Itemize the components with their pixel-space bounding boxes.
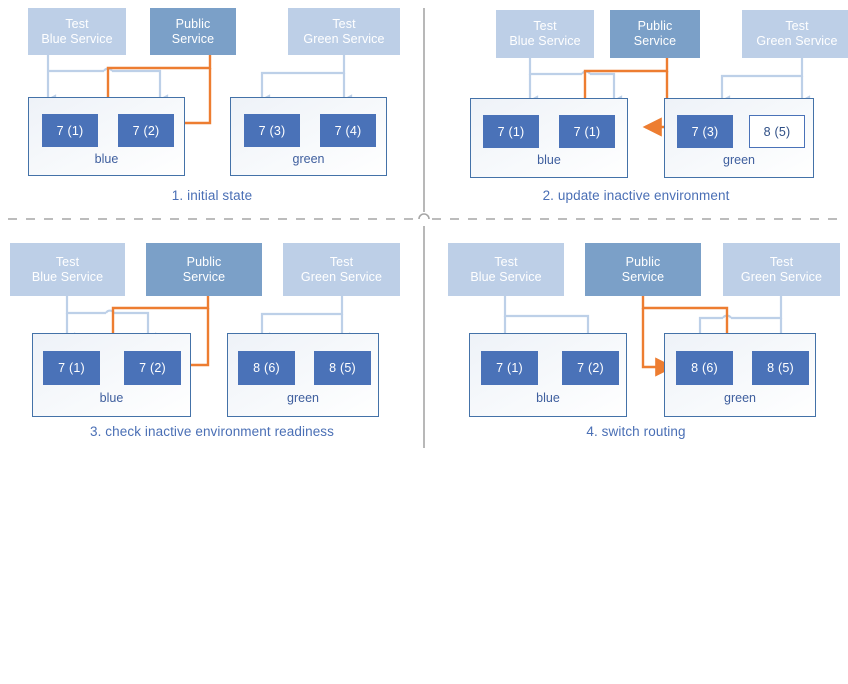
environment-label: green (292, 152, 325, 166)
instance-box[interactable]: 7 (1) (483, 115, 539, 148)
service-label-line1: Public (637, 19, 673, 33)
instance-box[interactable]: 8 (6) (676, 351, 733, 385)
instance-box[interactable]: 7 (4) (320, 114, 376, 147)
instance-box[interactable]: 7 (1) (559, 115, 615, 148)
service-label-line2: Service (621, 269, 665, 284)
service-box-test-green[interactable]: Test Green Service (723, 243, 840, 296)
instance-box[interactable]: 7 (1) (43, 351, 100, 385)
panel-initial-state: Test Blue Service Public Service Test Gr… (0, 0, 424, 228)
environment-label: blue (537, 153, 561, 167)
environment-label: green (724, 391, 756, 405)
environment-label: green (287, 391, 319, 405)
connector-green-test-to-green-env (253, 55, 353, 112)
panel-switch-routing: Test Blue Service Public Service Test Gr… (424, 228, 848, 456)
environment-blue[interactable]: 7 (1) 7 (1) blue (470, 98, 628, 178)
instance-box[interactable]: 7 (2) (118, 114, 174, 147)
service-label-line2: Green Service (303, 31, 385, 46)
environment-blue[interactable]: 7 (1) 7 (2) blue (28, 97, 185, 176)
connector-blue-test-to-blue-env (39, 55, 169, 112)
environment-blue[interactable]: 7 (1) 7 (2) blue (32, 333, 191, 417)
panel-caption: 2. update inactive environment (542, 188, 730, 203)
panel-update-inactive-environment: Test Blue Service Public Service Test Gr… (424, 0, 848, 228)
service-box-public[interactable]: Public Service (585, 243, 701, 296)
environment-blue[interactable]: 7 (1) 7 (2) blue (469, 333, 627, 417)
service-box-test-blue[interactable]: Test Blue Service (28, 8, 126, 55)
service-label-line1: Test (329, 254, 354, 269)
service-label-line2: Blue Service (509, 34, 581, 48)
service-label-line1: Public (175, 16, 211, 31)
service-label-line1: Test (533, 19, 557, 33)
instance-box[interactable]: 7 (1) (42, 114, 98, 147)
service-label-line2: Green Service (740, 269, 823, 284)
panel-check-inactive-readiness: Test Blue Service Public Service Test Gr… (0, 228, 424, 456)
service-label-line2: Service (171, 31, 215, 46)
instance-box[interactable]: 7 (2) (562, 351, 619, 385)
service-label-line2: Blue Service (41, 31, 113, 46)
service-label-line2: Blue Service (470, 269, 542, 284)
instance-box[interactable]: 8 (5) (314, 351, 371, 385)
service-label-line2: Service (182, 269, 226, 284)
panel-4-connectors (496, 296, 790, 377)
environment-green[interactable]: 7 (3) 8 (5) green (664, 98, 814, 178)
instance-box[interactable]: 7 (3) (677, 115, 733, 148)
panel-caption: 3. check inactive environment readiness (89, 424, 335, 439)
service-label-line1: Public (186, 254, 222, 269)
service-box-test-green[interactable]: Test Green Service (288, 8, 400, 55)
service-box-test-green[interactable]: Test Green Service (742, 10, 848, 58)
service-label-line1: Test (494, 254, 518, 269)
service-label-line1: Public (625, 254, 661, 269)
instance-box[interactable]: 8 (5) (749, 115, 805, 148)
panel-caption: 4. switch routing (586, 424, 686, 439)
service-label-line1: Test (785, 19, 809, 33)
service-box-test-green[interactable]: Test Green Service (283, 243, 400, 296)
service-label-line2: Service (633, 34, 677, 48)
service-label-line2: Green Service (756, 34, 838, 48)
environment-label: blue (536, 391, 560, 405)
service-label-line1: Test (55, 254, 80, 269)
instance-box[interactable]: 8 (6) (238, 351, 295, 385)
instance-box[interactable]: 8 (5) (752, 351, 809, 385)
environment-green[interactable]: 8 (6) 8 (5) green (664, 333, 816, 417)
service-box-public[interactable]: Public Service (150, 8, 236, 55)
service-box-public[interactable]: Public Service (610, 10, 700, 58)
service-label-line1: Test (65, 16, 89, 31)
diagram-root: Test Blue Service Public Service Test Gr… (0, 0, 848, 456)
environment-label: blue (94, 152, 119, 166)
service-box-test-blue[interactable]: Test Blue Service (448, 243, 564, 296)
instance-box[interactable]: 7 (3) (244, 114, 300, 147)
service-label-line1: Test (769, 254, 794, 269)
panel-caption: 1. initial state (171, 188, 253, 203)
environment-green[interactable]: 8 (6) 8 (5) green (227, 333, 379, 417)
service-box-test-blue[interactable]: Test Blue Service (496, 10, 594, 58)
instance-box[interactable]: 7 (1) (481, 351, 538, 385)
instance-box[interactable]: 7 (2) (124, 351, 181, 385)
service-label-line2: Blue Service (31, 269, 104, 284)
environment-label: green (723, 153, 755, 167)
service-box-test-blue[interactable]: Test Blue Service (10, 243, 125, 296)
service-label-line1: Test (332, 16, 356, 31)
environment-green[interactable]: 7 (3) 7 (4) green (230, 97, 387, 176)
service-box-public[interactable]: Public Service (146, 243, 262, 296)
service-label-line2: Green Service (300, 269, 383, 284)
environment-label: blue (99, 391, 124, 405)
